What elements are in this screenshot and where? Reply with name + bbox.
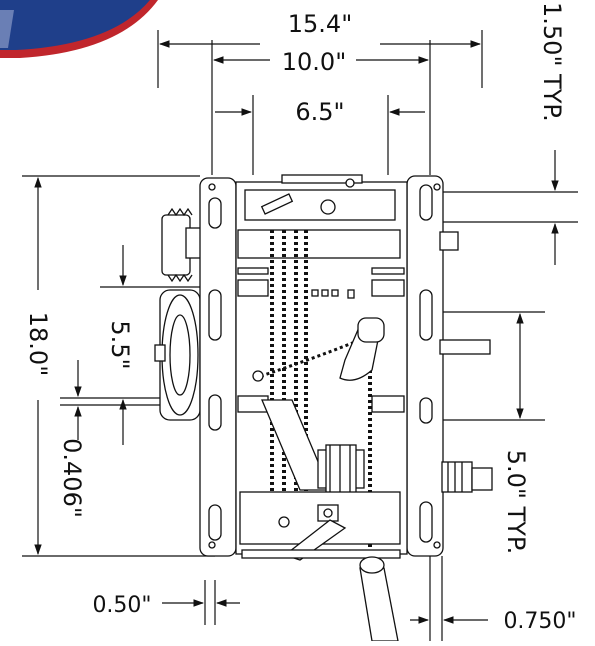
slot-width-label: 0.50" — [92, 593, 151, 618]
left-mounting-plate — [199, 177, 237, 557]
inner-width-label: 6.5" — [295, 98, 344, 126]
right-slot-spacing-label: 5.0" TYP. — [502, 450, 530, 555]
motor-unit — [317, 444, 365, 494]
slot-spacing-label: 5.5" — [106, 320, 134, 369]
pulley-wheel — [154, 207, 203, 421]
frame-width-label: 10.0" — [282, 48, 346, 76]
edge-offset-label: 0.406" — [58, 438, 86, 518]
right-edge-label: 0.750" — [503, 609, 576, 634]
height-label: 18.0" — [24, 312, 52, 376]
release-handle — [252, 317, 385, 382]
top-spacing-label: 1.50" TYP. — [538, 2, 566, 122]
right-mounting-plate — [406, 175, 444, 557]
opener-assembly — [154, 174, 493, 642]
overall-width-label: 15.4" — [288, 10, 352, 38]
mounting-brackets — [237, 267, 405, 413]
tension-spring — [441, 461, 493, 493]
brand-logo-fragment — [0, 0, 158, 58]
